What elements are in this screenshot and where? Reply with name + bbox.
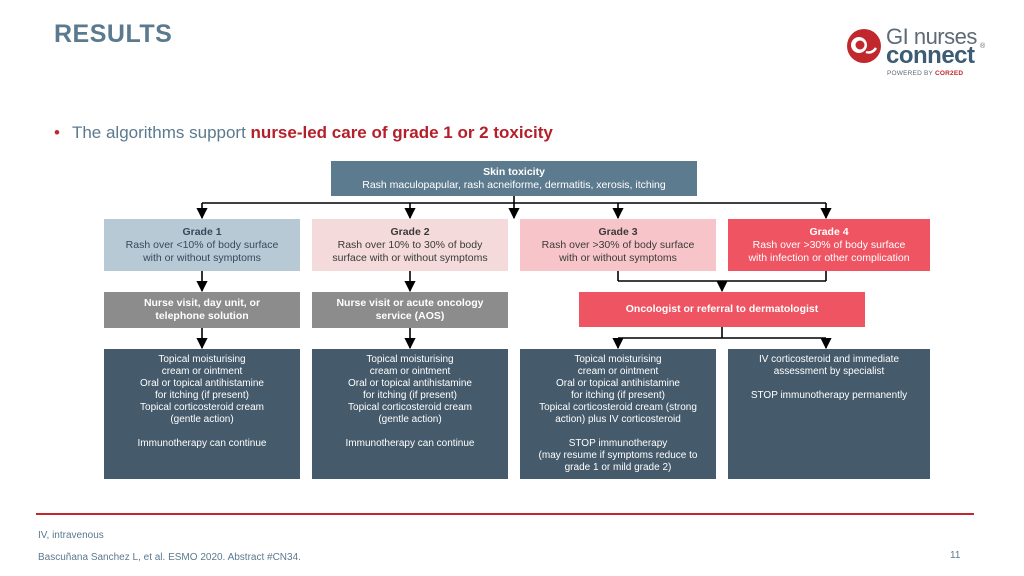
treatment-line: Immunotherapy can continue [137, 438, 267, 449]
grade-text: with or without symptoms [559, 251, 677, 264]
bullet-highlight: nurse-led care of grade 1 or 2 toxicity [250, 123, 553, 142]
reference-citation: Bascuñana Sanchez L, et al. ESMO 2020. A… [38, 552, 301, 563]
bullet-prefix: The algorithms support [71, 123, 251, 142]
grade-3-node: Grade 3 Rash over >30% of body surface w… [520, 219, 716, 271]
grade-1-node: Grade 1 Rash over <10% of body surface w… [104, 219, 300, 271]
treatment-line: cream or ointment [577, 366, 659, 377]
grade-text: Rash over >30% of body surface [541, 238, 695, 251]
treatment-line: Topical moisturising [366, 354, 454, 365]
gi-nurses-connect-logo: GI nurses connect ® POWERED BY COR2ED [846, 24, 996, 84]
treatment-line: IV corticosteroid and immediate [758, 354, 900, 365]
treatment-line: (may resume if symptoms reduce to [538, 450, 698, 461]
treatment-line: cream or ointment [369, 366, 451, 377]
logo-line-2: connect [886, 42, 975, 69]
grade-text: Rash over 10% to 30% of body [337, 238, 483, 251]
treatment-line: action) plus IV corticosteroid [555, 414, 681, 425]
treatment-line: Immunotherapy can continue [345, 438, 475, 449]
grade-text: surface with or without symptoms [332, 251, 488, 264]
grade-4-node: Grade 4 Rash over >30% of body surface w… [728, 219, 930, 271]
care-text: Nurse visit, day unit, or [143, 297, 261, 309]
treatment-line: for itching (if present) [155, 390, 249, 401]
treatment-line: Oral or topical antihistamine [140, 378, 264, 389]
treatment-line: (gentle action) [378, 414, 442, 425]
grade-text: with infection or other complication [748, 251, 910, 264]
treatment-line: assessment by specialist [773, 366, 885, 377]
page-title: RESULTS [54, 20, 173, 48]
treatment-line: Oral or topical antihistamine [348, 378, 472, 389]
treatment-line: Topical moisturising [574, 354, 662, 365]
grade-title: Grade 2 [390, 225, 430, 238]
grade-title: Grade 4 [809, 225, 849, 238]
care-text: telephone solution [155, 310, 249, 322]
key-point-bullet: • The algorithms support nurse-led care o… [54, 123, 553, 143]
grade-text: Rash over >30% of body surface [752, 238, 906, 251]
treatment-line: Topical corticosteroid cream [348, 402, 472, 413]
care-setting-node-1: Nurse visit, day unit, or telephone solu… [104, 292, 300, 328]
page-number: 11 [950, 550, 961, 561]
logo-powered-by: POWERED BY COR2ED [887, 70, 964, 77]
treatment-line: Oral or topical antihistamine [556, 378, 680, 389]
care-setting-node-2: Nurse visit or acute oncology service (A… [312, 292, 508, 328]
care-setting-node-3: Oncologist or referral to dermatologist [579, 292, 865, 327]
treatment-line: for itching (if present) [363, 390, 457, 401]
treatment-line: STOP immunotherapy permanently [750, 390, 908, 401]
footer-divider [36, 513, 974, 515]
treatment-line: Topical corticosteroid cream (strong [539, 402, 697, 413]
treatment-line: cream or ointment [161, 366, 243, 377]
care-text: Nurse visit or acute oncology [336, 297, 484, 309]
treatment-line: for itching (if present) [571, 390, 665, 401]
bullet-dot: • [54, 123, 60, 142]
grade-text: with or without symptoms [143, 251, 261, 264]
care-text: Oncologist or referral to dermatologist [625, 303, 819, 315]
treatment-line: grade 1 or mild grade 2) [564, 462, 672, 473]
grade-2-node: Grade 2 Rash over 10% to 30% of body sur… [312, 219, 508, 271]
grade-title: Grade 3 [598, 225, 638, 238]
treatment-line: STOP immunotherapy [568, 438, 668, 449]
care-text: service (AOS) [375, 310, 445, 322]
grade-title: Grade 1 [182, 225, 222, 238]
treatment-line: Topical moisturising [158, 354, 246, 365]
logo-line-1: GI nurses [886, 24, 977, 49]
logo-registered: ® [980, 43, 986, 50]
root-title: Skin toxicity [483, 165, 545, 178]
logo-mark-icon [847, 29, 881, 63]
root-text: Rash maculopapular, rash acneiforme, der… [362, 178, 666, 191]
abbreviation-note: IV, intravenous [38, 530, 104, 541]
grade-text: Rash over <10% of body surface [125, 238, 279, 251]
root-node-skin-toxicity: Skin toxicity Rash maculopapular, rash a… [331, 161, 697, 196]
treatment-line: Topical corticosteroid cream [140, 402, 264, 413]
treatment-line: (gentle action) [170, 414, 234, 425]
